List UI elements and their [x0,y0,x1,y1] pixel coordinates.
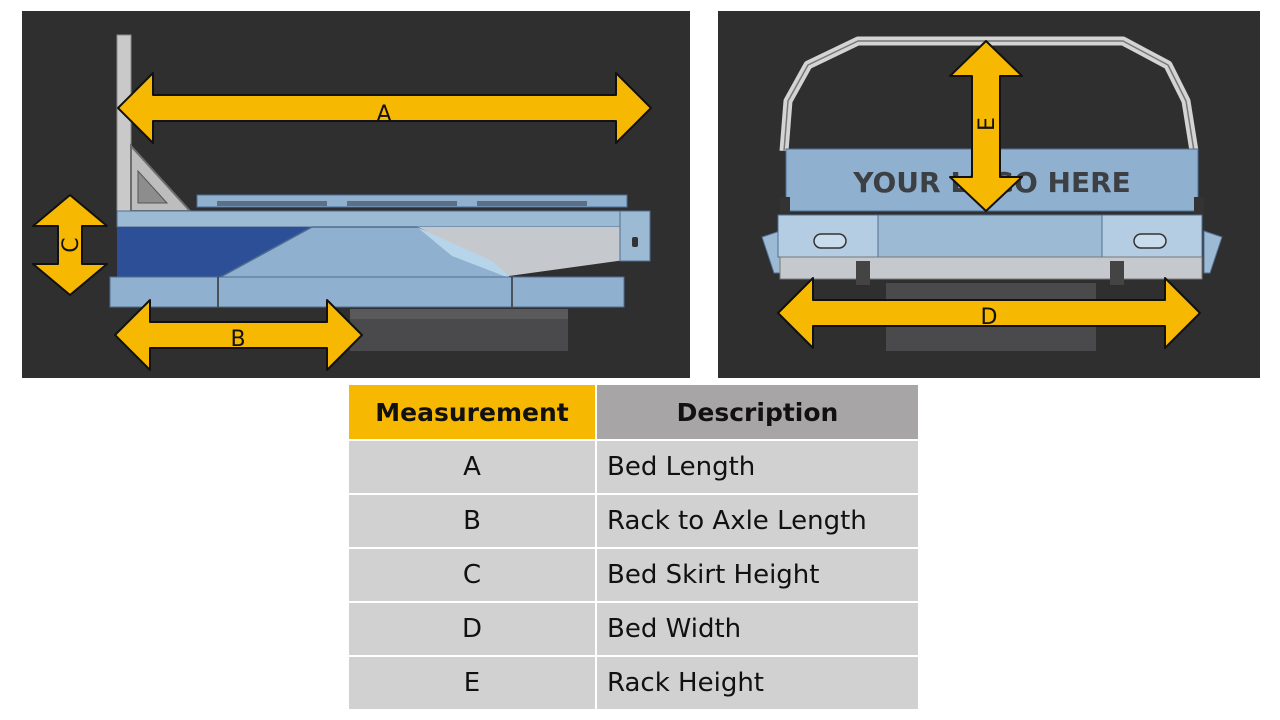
dimension-label-c: C [59,237,84,252]
side-lower-frame [109,276,625,308]
row-measurement: D [349,603,597,657]
side-bed-deck [116,210,650,228]
dimension-arrow-e [949,40,1023,212]
side-tail-plate [619,210,651,262]
row-measurement: E [349,657,597,711]
side-view-drawing: A B C [32,34,652,371]
row-description: Bed Length [597,441,918,495]
table-row: B Rack to Axle Length [349,495,918,549]
dimension-label-d: D [981,305,998,330]
rear-bumper-left-wing [761,230,781,274]
side-rack-gusset-inner [137,169,169,204]
rear-light-left [813,233,847,249]
row-measurement: C [349,549,597,603]
dimension-arrow-b [114,299,363,371]
header-description: Description [597,385,918,441]
table-row: A Bed Length [349,441,918,495]
table-header-row: Measurement Description [349,385,918,441]
header-measurement: Measurement [349,385,597,441]
row-description: Rack Height [597,657,918,711]
row-description: Bed Skirt Height [597,549,918,603]
dimension-arrow-c [32,194,108,296]
row-description: Bed Width [597,603,918,657]
row-measurement: A [349,441,597,495]
row-measurement: B [349,495,597,549]
dimension-label-a: A [376,102,391,127]
measurement-legend-table: Measurement Description A Bed Length B R… [349,385,918,711]
dimension-arrow-a [117,72,652,144]
side-view-panel: A B C [22,11,690,378]
rear-view-drawing: YOUR LOGO HERE D E [761,36,1223,351]
table-row: D Bed Width [349,603,918,657]
side-rack-post [116,34,132,221]
table-row: C Bed Skirt Height [349,549,918,603]
dimension-arrow-d [777,277,1201,349]
rear-light-right [1133,233,1167,249]
rear-bumper-right-wing [1203,230,1223,274]
table-row: E Rack Height [349,657,918,711]
rear-view-panel: YOUR LOGO HERE D E [718,11,1260,378]
dimension-label-b: B [230,327,245,352]
dimension-label-e: E [975,117,1000,131]
side-wheel-shade [350,309,568,319]
row-description: Rack to Axle Length [597,495,918,549]
